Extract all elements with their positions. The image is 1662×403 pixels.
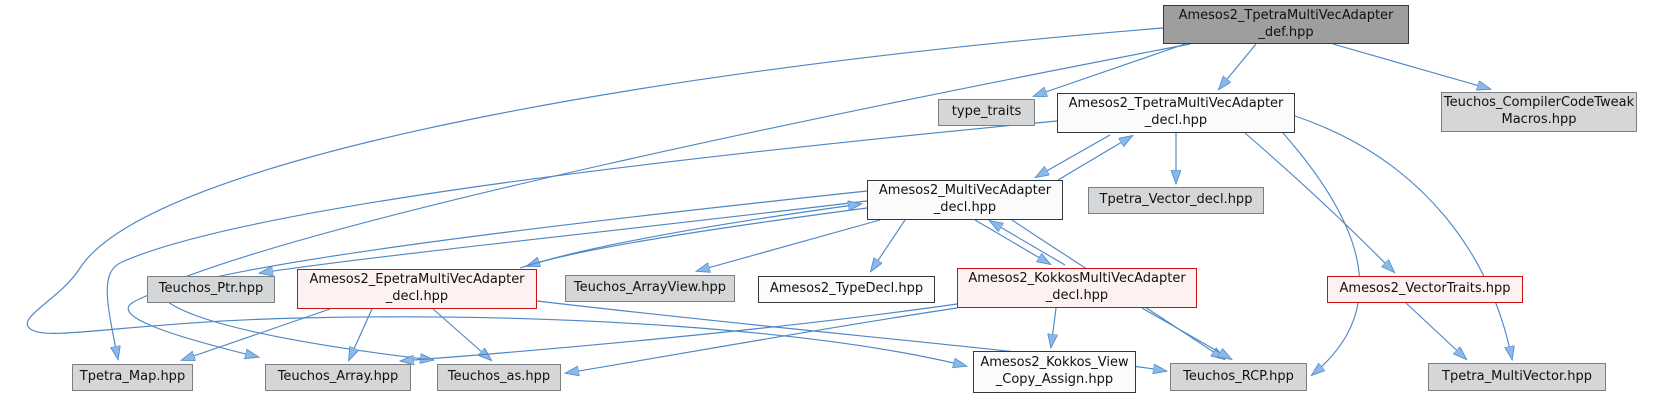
- edges-group: [26, 27, 1512, 375]
- edge-amesos2-tpetramultivecadapter-def-hpp-to-teuchos-compilercodetweakmacros-hpp: [1332, 43, 1490, 89]
- edge-amesos2-multivecadapter-decl-hpp-to-amesos2-epetramultivecadapter-decl-hpp: [527, 207, 868, 266]
- node-tpetra-map-hpp[interactable]: Tpetra_Map.hpp: [72, 364, 193, 391]
- edge-amesos2-epetramultivecadapter-decl-hpp-to-tpetra-map-hpp: [182, 308, 331, 360]
- edge-amesos2-kokkosmultivecadapter-decl-hpp-to-teuchos-rcp-hpp: [1141, 307, 1231, 359]
- edge-amesos2-kokkosmultivecadapter-decl-hpp-to-teuchos-array-hpp: [401, 303, 958, 361]
- edge-amesos2-tpetramultivecadapter-def-hpp-to-amesos2-kokkos-view-copy-assign-hpp: [26, 27, 1164, 366]
- node-amesos2-kokkos-view-copy-assign-hpp[interactable]: Amesos2_Kokkos_View _Copy_Assign.hpp: [973, 351, 1136, 393]
- node-teuchos-ptr-hpp[interactable]: Teuchos_Ptr.hpp: [147, 276, 275, 303]
- edge-amesos2-epetramultivecadapter-decl-hpp-to-teuchos-array-hpp: [349, 308, 373, 360]
- edge-amesos2-multivecadapter-decl-hpp-to-amesos2-kokkosmultivecadapter-decl-hpp: [974, 219, 1050, 264]
- edge-amesos2-tpetramultivecadapter-decl-hpp-to-amesos2-multivecadapter-decl-hpp: [1036, 134, 1111, 177]
- edge-amesos2-tpetramultivecadapter-decl-hpp-to-teuchos-rcp-hpp: [1282, 132, 1361, 375]
- node-amesos2-tpetramultivecadapter-def-hpp[interactable]: Amesos2_TpetraMultiVecAdapter _def.hpp: [1163, 5, 1409, 44]
- node-teuchos-array-hpp[interactable]: Teuchos_Array.hpp: [265, 364, 411, 391]
- node-tpetra-vector-decl-hpp[interactable]: Tpetra_Vector_decl.hpp: [1088, 187, 1264, 214]
- node-teuchos-rcp-hpp[interactable]: Teuchos_RCP.hpp: [1170, 363, 1307, 391]
- node-amesos2-multivecadapter-decl-hpp[interactable]: Amesos2_MultiVecAdapter _decl.hpp: [867, 180, 1063, 220]
- node-amesos2-kokkosmultivecadapter-decl-hpp[interactable]: Amesos2_KokkosMultiVecAdapter _decl.hpp: [957, 268, 1197, 308]
- edge-amesos2-multivecadapter-decl-hpp-to-amesos2-tpetramultivecadapter-decl-hpp: [1057, 136, 1132, 181]
- node-teuchos-arrayview-hpp[interactable]: Teuchos_ArrayView.hpp: [565, 275, 735, 302]
- edge-amesos2-kokkosmultivecadapter-decl-hpp-to-amesos2-kokkos-view-copy-assign-hpp: [1051, 307, 1056, 347]
- edge-amesos2-tpetramultivecadapter-def-hpp-to-type-traits: [1034, 43, 1186, 96]
- node-amesos2-typedecl-hpp[interactable]: Amesos2_TypeDecl.hpp: [758, 276, 935, 303]
- edge-amesos2-multivecadapter-decl-hpp-to-teuchos-arrayview-hpp: [697, 219, 881, 271]
- node-teuchos-compilercodetweakmacros-hpp[interactable]: Teuchos_CompilerCodeTweak Macros.hpp: [1441, 92, 1637, 132]
- node-tpetra-multivector-hpp[interactable]: Tpetra_MultiVector.hpp: [1428, 363, 1606, 391]
- node-teuchos-as-hpp[interactable]: Teuchos_as.hpp: [437, 364, 561, 391]
- node-amesos2-tpetramultivecadapter-decl-hpp[interactable]: Amesos2_TpetraMultiVecAdapter _decl.hpp: [1057, 93, 1295, 133]
- edge-amesos2-multivecadapter-decl-hpp-to-amesos2-typedecl-hpp: [871, 219, 906, 271]
- edge-amesos2-tpetramultivecadapter-decl-hpp-to-tpetra-multivector-hpp: [1294, 115, 1512, 359]
- node-amesos2-vectortraits-hpp[interactable]: Amesos2_VectorTraits.hpp: [1327, 276, 1523, 303]
- edge-amesos2-kokkosmultivecadapter-decl-hpp-to-amesos2-multivecadapter-decl-hpp: [990, 221, 1066, 266]
- node-amesos2-epetramultivecadapter-decl-hpp[interactable]: Amesos2_EpetraMultiVecAdapter _decl.hpp: [297, 269, 537, 309]
- edge-amesos2-vectortraits-hpp-to-tpetra-multivector-hpp: [1405, 302, 1466, 359]
- node-type-traits[interactable]: type_traits: [938, 99, 1035, 126]
- edge-amesos2-epetramultivecadapter-decl-hpp-to-teuchos-as-hpp: [432, 308, 491, 360]
- edge-amesos2-epetramultivecadapter-decl-hpp-to-amesos2-multivecadapter-decl-hpp: [519, 204, 861, 269]
- edge-amesos2-tpetramultivecadapter-def-hpp-to-amesos2-tpetramultivecadapter-decl-hpp: [1219, 43, 1257, 89]
- edge-amesos2-kokkosmultivecadapter-decl-hpp-to-teuchos-as-hpp: [566, 307, 958, 373]
- edge-amesos2-tpetramultivecadapter-decl-hpp-to-amesos2-vectortraits-hpp: [1244, 132, 1394, 272]
- edge-amesos2-multivecadapter-decl-hpp-to-teuchos-ptr-hpp: [260, 200, 868, 273]
- edge-amesos2-tpetramultivecadapter-def-hpp-to-teuchos-as-hpp: [161, 43, 1191, 360]
- edge-amesos2-tpetramultivecadapter-decl-hpp-to-tpetra-map-hpp: [106, 120, 1058, 359]
